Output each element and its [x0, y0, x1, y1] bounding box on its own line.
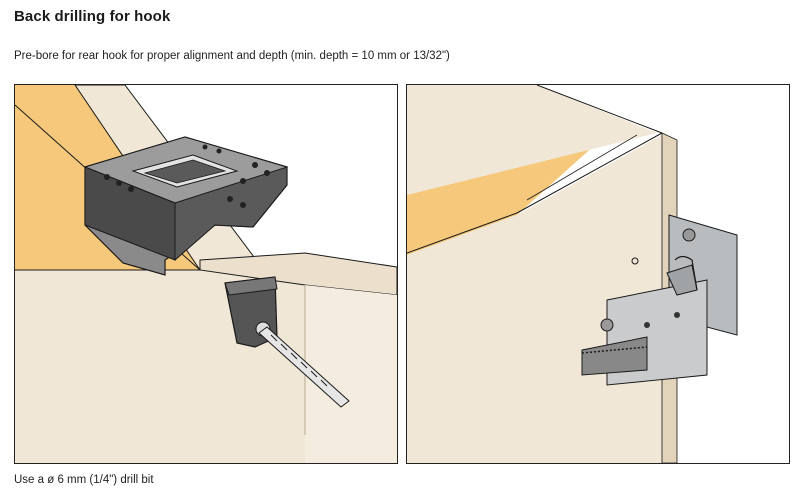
drill-bit-icon: [258, 326, 350, 408]
drilling-jig-illustration: [14, 84, 398, 464]
page-title: Back drilling for hook: [14, 8, 171, 25]
drawer-back-face: [15, 270, 397, 463]
drawer-back-panel: [407, 135, 662, 463]
drawer-right-face: [305, 285, 397, 463]
slide-runner-icon: [581, 214, 738, 386]
drilling-jig-icon: [83, 136, 289, 348]
drawer-side-panel: [407, 85, 657, 195]
page-caption: Use a ø 6 mm (1/4") drill bit: [14, 474, 154, 486]
rear-hook-illustration: [406, 84, 790, 464]
rear-hook-drawing: [407, 85, 738, 463]
page-subtitle: Pre-bore for rear hook for proper alignm…: [14, 50, 450, 62]
rear-hook-icon: [644, 255, 698, 328]
drilling-jig-drawing: [15, 85, 397, 463]
